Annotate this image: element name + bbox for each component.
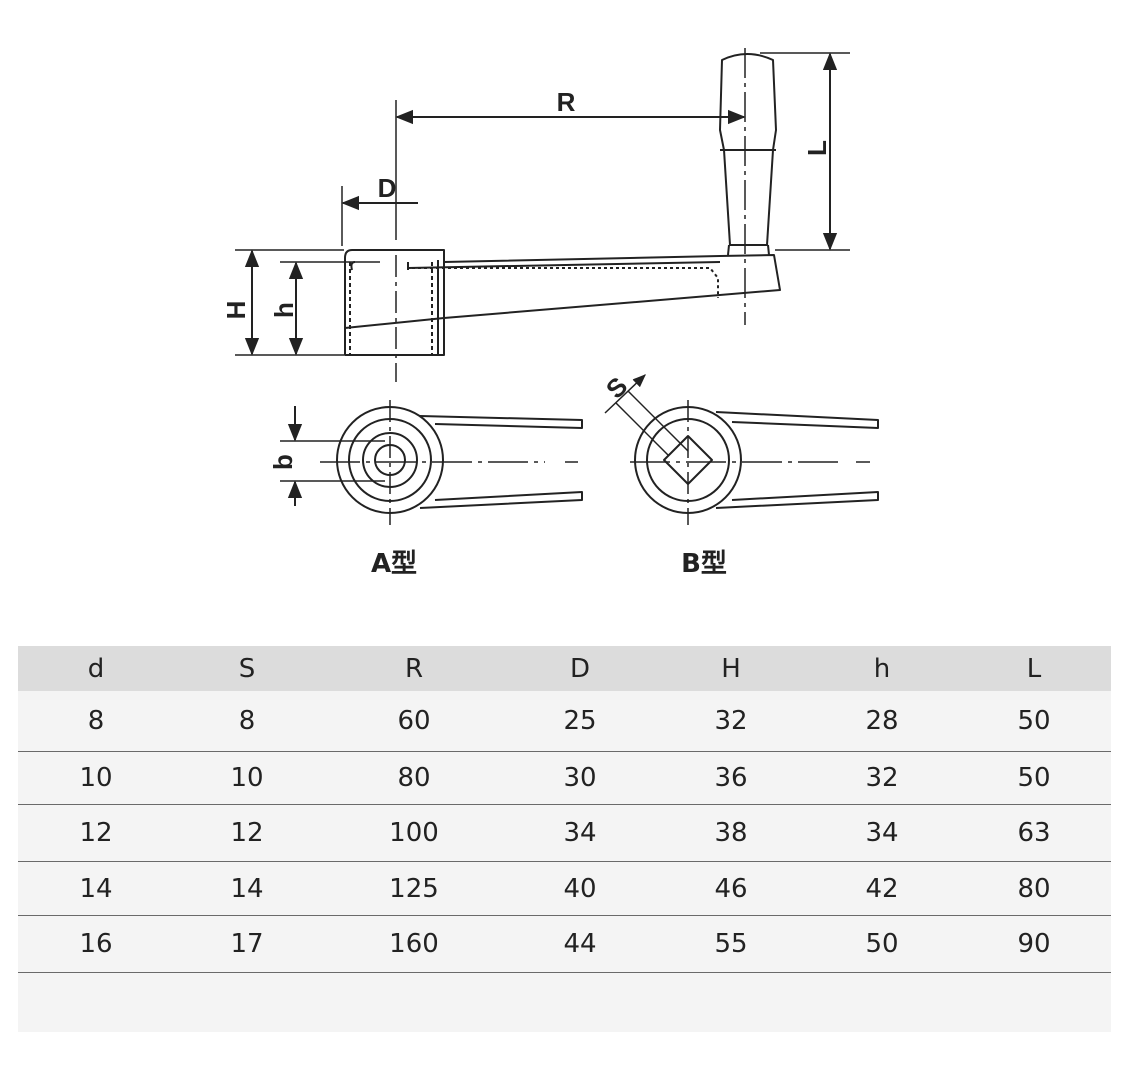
caption-type-a: A型 (371, 549, 417, 579)
cell-s: 12 (230, 818, 264, 848)
cell-r: 60 (397, 706, 431, 736)
cell-h: 50 (865, 929, 899, 959)
header-h: h (873, 653, 891, 684)
hub (344, 249, 445, 356)
table-header-row: d S R D H h L (18, 646, 1111, 691)
cell-h: 28 (865, 706, 899, 736)
cell-h-upper: 32 (714, 706, 748, 736)
cell-d-upper: 44 (563, 929, 597, 959)
cell-h-upper: 46 (714, 873, 748, 904)
header-h-upper: H (721, 653, 741, 684)
type-a-view (280, 400, 583, 525)
dimension-h-small (280, 261, 380, 356)
cell-d-upper: 40 (563, 873, 597, 904)
dimension-d (341, 186, 418, 246)
table-row: 10 10 80 30 36 32 50 (18, 752, 1111, 805)
cell-l: 50 (1017, 706, 1051, 736)
label-b: b (268, 454, 298, 470)
cell-r: 125 (389, 873, 439, 904)
cell-d: 8 (87, 706, 105, 736)
label-h: H (221, 301, 251, 320)
dimension-l (760, 52, 850, 251)
grip-handle (719, 53, 777, 256)
cell-s: 17 (230, 929, 264, 959)
table-row: 12 12 100 34 38 34 63 (18, 805, 1111, 862)
cell-l: 80 (1017, 873, 1051, 904)
type-b-view (604, 374, 879, 525)
cell-h: 32 (865, 763, 899, 793)
crank-handle-drawing: R L D H h b S A型 B型 (221, 48, 879, 579)
spec-table: d S R D H h L 8 8 60 25 32 28 50 10 10 8… (18, 646, 1111, 1032)
header-r: R (404, 653, 424, 684)
cell-l: 90 (1017, 929, 1051, 959)
header-d-upper: D (569, 653, 591, 684)
cell-l: 50 (1017, 763, 1051, 793)
cell-h-upper: 38 (714, 818, 748, 848)
header-l: L (1026, 653, 1042, 684)
cell-h-upper: 55 (714, 929, 748, 959)
dimension-r (395, 100, 746, 240)
cell-r: 80 (397, 763, 431, 793)
cell-h: 42 (865, 873, 899, 904)
header-s: S (238, 653, 256, 684)
label-s: S (600, 371, 633, 404)
cell-h-upper: 36 (714, 763, 748, 793)
caption-type-b: B型 (681, 549, 727, 579)
label-r: R (557, 87, 576, 117)
cell-l: 63 (1017, 818, 1051, 848)
label-d: D (378, 173, 397, 203)
cell-s: 8 (238, 706, 256, 736)
table-row: 8 8 60 25 32 28 50 (18, 691, 1111, 752)
label-h-small: h (269, 302, 299, 318)
table-row: 14 14 125 40 46 42 80 (18, 862, 1111, 916)
cell-d-upper: 34 (563, 818, 597, 848)
cell-d: 10 (79, 763, 113, 793)
cell-d: 16 (79, 929, 113, 959)
table-row: 16 17 160 44 55 50 90 (18, 916, 1111, 973)
cell-r: 160 (389, 929, 439, 959)
label-l: L (802, 140, 832, 156)
cell-d: 12 (79, 818, 113, 848)
cell-d-upper: 25 (563, 706, 597, 736)
cell-d-upper: 30 (563, 763, 597, 793)
cell-s: 14 (230, 873, 264, 904)
cell-d: 14 (79, 873, 113, 904)
cell-s: 10 (230, 763, 264, 793)
header-d: d (87, 653, 105, 684)
cell-h: 34 (865, 818, 899, 848)
crank-arm (407, 254, 781, 319)
cell-r: 100 (389, 818, 439, 848)
